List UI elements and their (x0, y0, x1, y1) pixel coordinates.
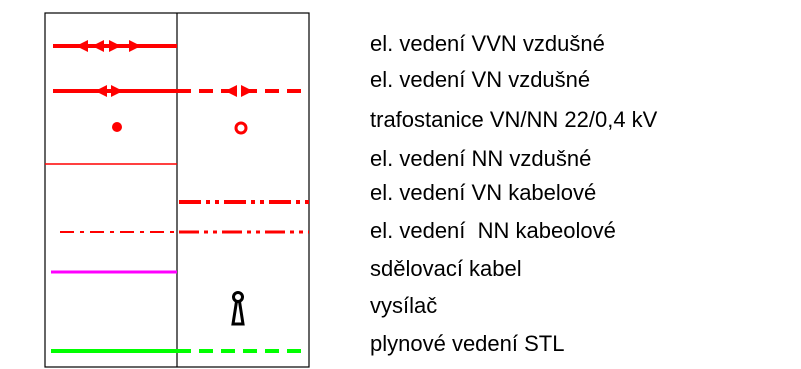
legend-label-communication-cable: sdělovací kabel (370, 256, 522, 281)
transmitter-icon (231, 291, 245, 326)
legend-label-transmitter: vysílač (370, 293, 438, 318)
legend-label-nn-overhead: el. vedení NN vzdušné (370, 146, 592, 171)
legend-label-vn-cable: el. vedení VN kabelové (370, 180, 597, 205)
transformer-station-symbol (112, 121, 248, 135)
legend-label-nn-cable: el. vedení NN kabeolové (370, 218, 616, 243)
vvn-overhead-line-symbol (53, 40, 177, 52)
legend-label-vn-overhead: el. vedení VN vzdušné (370, 67, 591, 92)
legend-label-vvn-overhead: el. vedení VVN vzdušné (370, 31, 605, 56)
legend-label-gas-line-stl: plynové vedení STL (370, 331, 565, 356)
vn-overhead-line-symbol (53, 85, 309, 97)
legend-label-transformer-station: trafostanice VN/NN 22/0,4 kV (370, 107, 658, 132)
